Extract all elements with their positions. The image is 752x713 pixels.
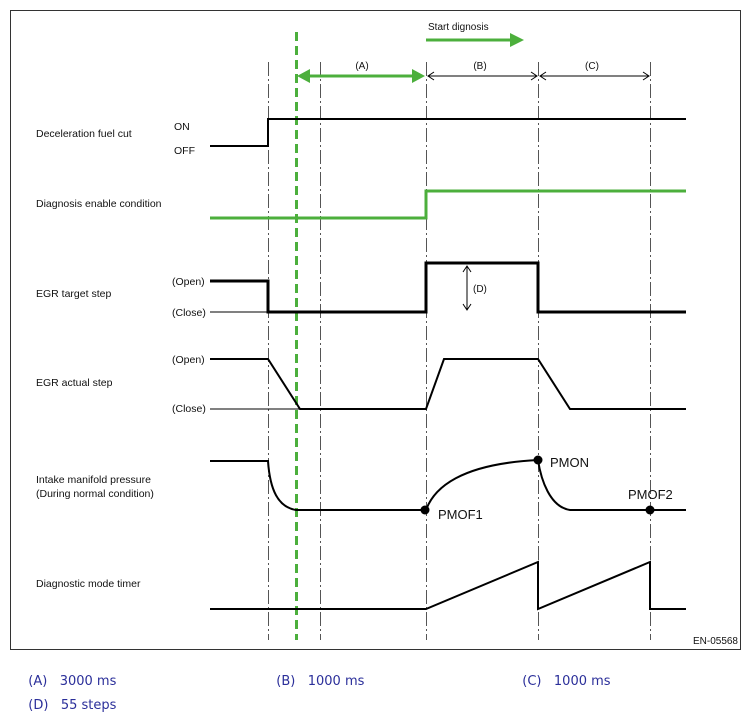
decel-off-label: OFF (174, 145, 195, 157)
step-d-dimension (462, 265, 472, 311)
legend-key-a: (A) (28, 674, 48, 689)
egr-actual-close-label: (Close) (172, 403, 206, 415)
interval-a-label: (A) (355, 61, 368, 72)
decel-signal (210, 118, 686, 147)
timer-label: Diagnostic mode timer (36, 578, 141, 590)
legend-item-c: (C) 1000 ms (514, 659, 611, 689)
legend-key-b: (B) (276, 674, 296, 689)
pmof2-point (645, 505, 655, 515)
pmof1-point (420, 505, 430, 515)
diag-enable-signal (210, 189, 686, 220)
interval-b-label: (B) (473, 61, 486, 72)
interval-b-arrow (427, 71, 538, 81)
imp-label-line2: (During normal condition) (36, 488, 154, 500)
imp-signal (210, 458, 686, 511)
start-diagnosis-arrow (426, 33, 524, 47)
legend-item-b: (B) 1000 ms (268, 659, 364, 689)
interval-c-arrow (539, 71, 650, 81)
start-diagnosis-label: Start dignosis (428, 22, 489, 33)
imp-label-line1: Intake manifold pressure (36, 474, 151, 486)
legend-key-c: (C) (522, 674, 542, 689)
egr-target-close-label: (Close) (172, 307, 206, 319)
diag-enable-label: Diagnosis enable condition (36, 198, 162, 210)
legend-value-b: 1000 ms (307, 674, 365, 689)
pmof1-label: PMOF1 (438, 507, 483, 522)
egr-actual-label: EGR actual step (36, 377, 113, 389)
egr-target-signal (210, 261, 686, 314)
figure-id: EN-05568 (693, 636, 738, 647)
egr-actual-open-label: (Open) (172, 354, 205, 366)
step-d-label: (D) (473, 284, 487, 295)
egr-target-open-label: (Open) (172, 276, 205, 288)
pmof2-label: PMOF2 (628, 487, 673, 502)
interval-c-label: (C) (585, 61, 599, 72)
legend-value-a: 3000 ms (59, 674, 117, 689)
timer-signal (210, 560, 686, 611)
legend-key-d: (D) (28, 698, 49, 713)
decel-on-label: ON (174, 121, 190, 133)
legend-value-d: 55 steps (60, 698, 117, 713)
diagram-frame (10, 10, 741, 650)
egr-actual-signal (210, 358, 686, 410)
legend-item-a: (A) 3000 ms (20, 659, 116, 689)
legend-value-c: 1000 ms (553, 674, 611, 689)
pmon-point (533, 455, 543, 465)
pmon-label: PMON (550, 455, 589, 470)
legend-item-d: (D) 55 steps (20, 683, 116, 713)
egr-target-label: EGR target step (36, 288, 111, 300)
decel-label: Deceleration fuel cut (36, 128, 132, 140)
reference-lines (268, 62, 651, 640)
interval-a-arrow (297, 69, 425, 83)
